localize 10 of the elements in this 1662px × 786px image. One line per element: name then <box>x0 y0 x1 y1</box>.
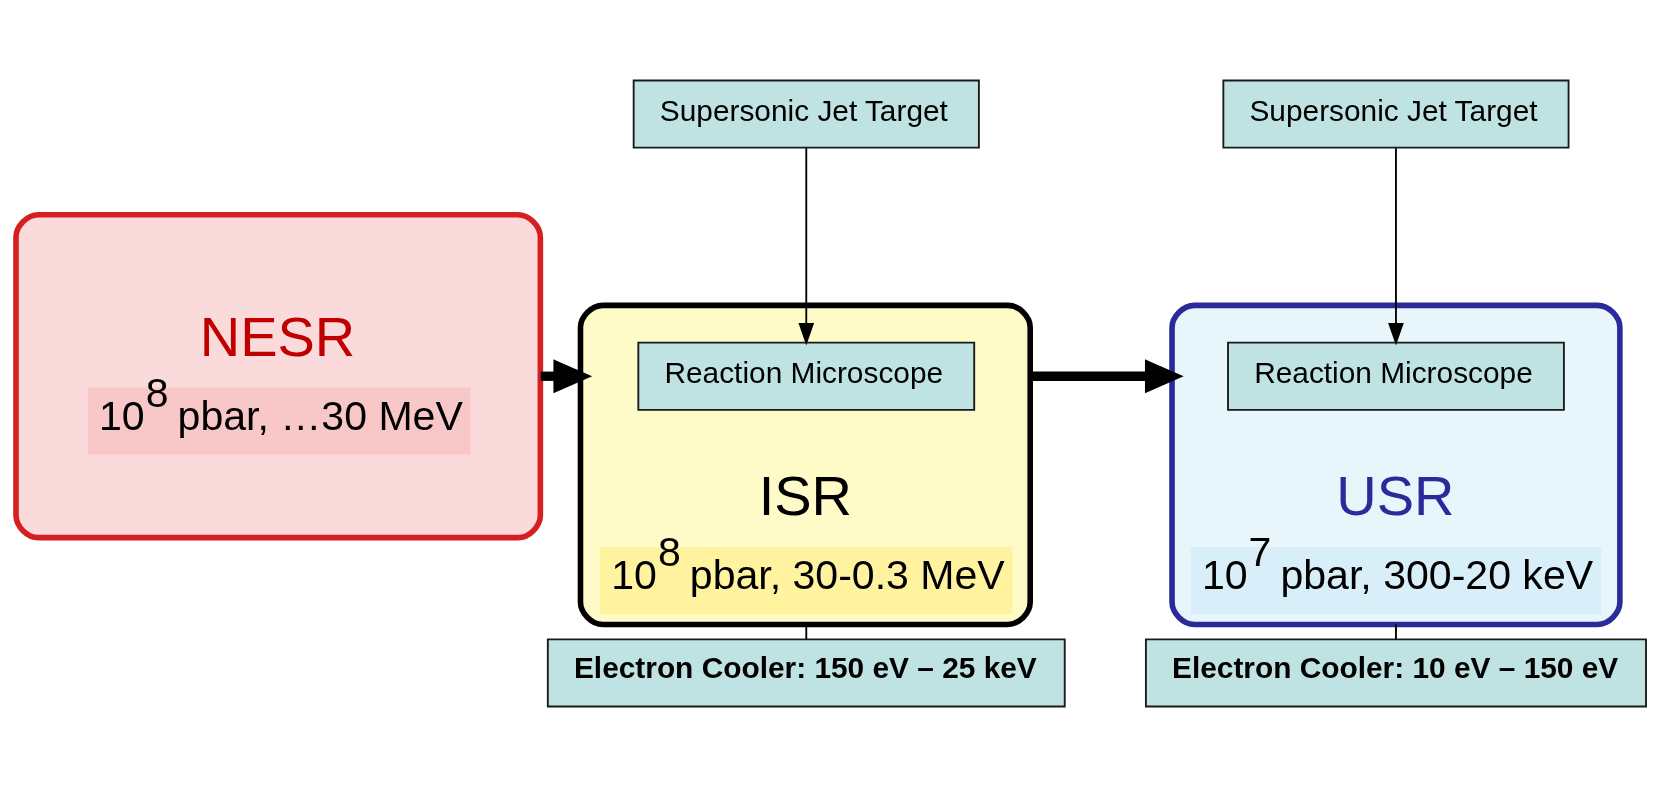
connector <box>1395 623 1397 640</box>
arrow <box>1388 146 1404 345</box>
node-box: Electron Cooler: 10 eV – 150 eV <box>1144 637 1647 707</box>
node-box: Electron Cooler: 150 eV – 25 keV <box>546 637 1066 707</box>
arrow <box>1030 358 1184 393</box>
arrow <box>798 146 815 345</box>
node-box: Supersonic Jet Target <box>632 79 980 149</box>
node-box: Reaction Microscope <box>1227 341 1565 411</box>
node-box: Reaction Microscope <box>637 341 976 411</box>
node-box: Supersonic Jet Target <box>1222 79 1570 149</box>
